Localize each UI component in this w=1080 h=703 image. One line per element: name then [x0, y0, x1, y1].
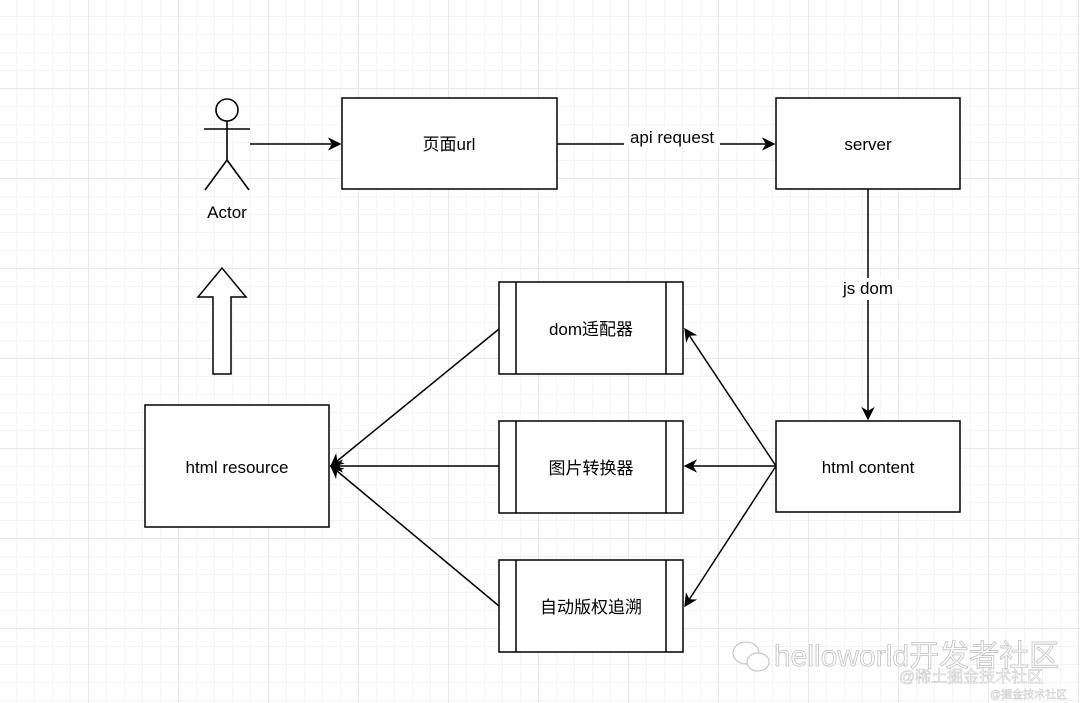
- image-converter-label: 图片转换器: [549, 459, 634, 478]
- server-label: server: [844, 135, 892, 154]
- html-content-node[interactable]: html content: [775, 420, 961, 513]
- dom-adapter-label: dom适配器: [549, 320, 633, 339]
- watermark-main: helloworld开发者社区: [774, 640, 1059, 673]
- watermark: helloworld开发者社区 @稀土掘金技术社区 @掘金技术社区: [732, 640, 1067, 701]
- image-converter-node[interactable]: 图片转换器: [498, 420, 684, 514]
- edge-dom-adapter-to-resource: [329, 328, 500, 467]
- actor-label: Actor: [207, 203, 247, 222]
- edge-label-js-dom: js dom: [842, 279, 893, 298]
- hollow-up-arrow: [196, 266, 248, 375]
- copyright-trace-label: 自动版权追溯: [540, 598, 642, 617]
- edge-copyright-trace-to-resource: [329, 465, 500, 607]
- watermark-sub1: @稀土掘金技术社区: [899, 668, 1043, 686]
- edge-content-to-dom-adapter: [684, 327, 777, 467]
- wechat-icon: [732, 641, 770, 672]
- dom-adapter-node[interactable]: dom适配器: [498, 281, 684, 375]
- page-url-node[interactable]: 页面url: [341, 97, 558, 190]
- copyright-trace-node[interactable]: 自动版权追溯: [498, 559, 684, 653]
- actor-figure[interactable]: [204, 98, 250, 191]
- html-resource-node[interactable]: html resource: [144, 404, 330, 528]
- edge-label-api-request: api request: [630, 128, 714, 147]
- html-resource-label: html resource: [186, 458, 289, 477]
- page-url-label: 页面url: [423, 135, 476, 154]
- watermark-sub2: @掘金技术社区: [990, 687, 1067, 701]
- html-content-label: html content: [822, 458, 915, 477]
- server-node[interactable]: server: [775, 97, 961, 190]
- edge-content-to-copyright-trace: [684, 465, 777, 608]
